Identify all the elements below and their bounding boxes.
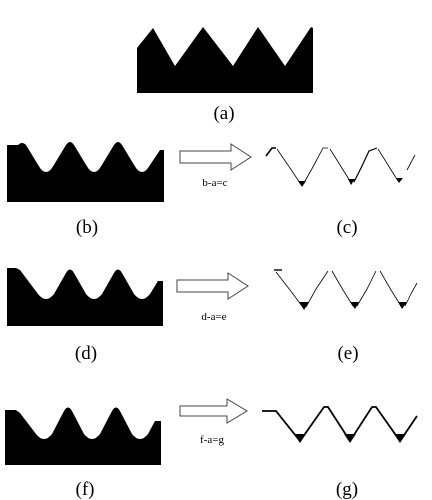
panel-label-g: (g): [335, 479, 359, 500]
difference-blobs-e: [299, 302, 407, 310]
equation-row2: d-a=e: [201, 311, 227, 323]
profile-a: [137, 27, 313, 93]
panel-label-a: (a): [213, 103, 235, 124]
profile-f: [5, 407, 161, 465]
panel-label-b: (b): [75, 217, 99, 238]
arrow-row2: [176, 272, 249, 300]
difference-profile-e: [274, 269, 418, 308]
arrow-row1: [179, 143, 252, 171]
panel-label-d: (d): [74, 343, 98, 364]
panel-label-e: (e): [337, 343, 359, 364]
profile-d: [7, 268, 163, 326]
arrow-row3: [179, 398, 248, 424]
difference-blobs-c: [298, 178, 403, 187]
equation-row3: f-a=g: [200, 434, 224, 446]
profile-b: [7, 142, 164, 202]
panel-label-c: (c): [336, 217, 358, 238]
difference-blobs-g: [294, 434, 406, 443]
difference-profile-c: [265, 147, 416, 184]
panel-label-f: (f): [75, 479, 95, 500]
difference-profile-g: [262, 406, 418, 443]
equation-row1: b-a=c: [202, 177, 228, 189]
